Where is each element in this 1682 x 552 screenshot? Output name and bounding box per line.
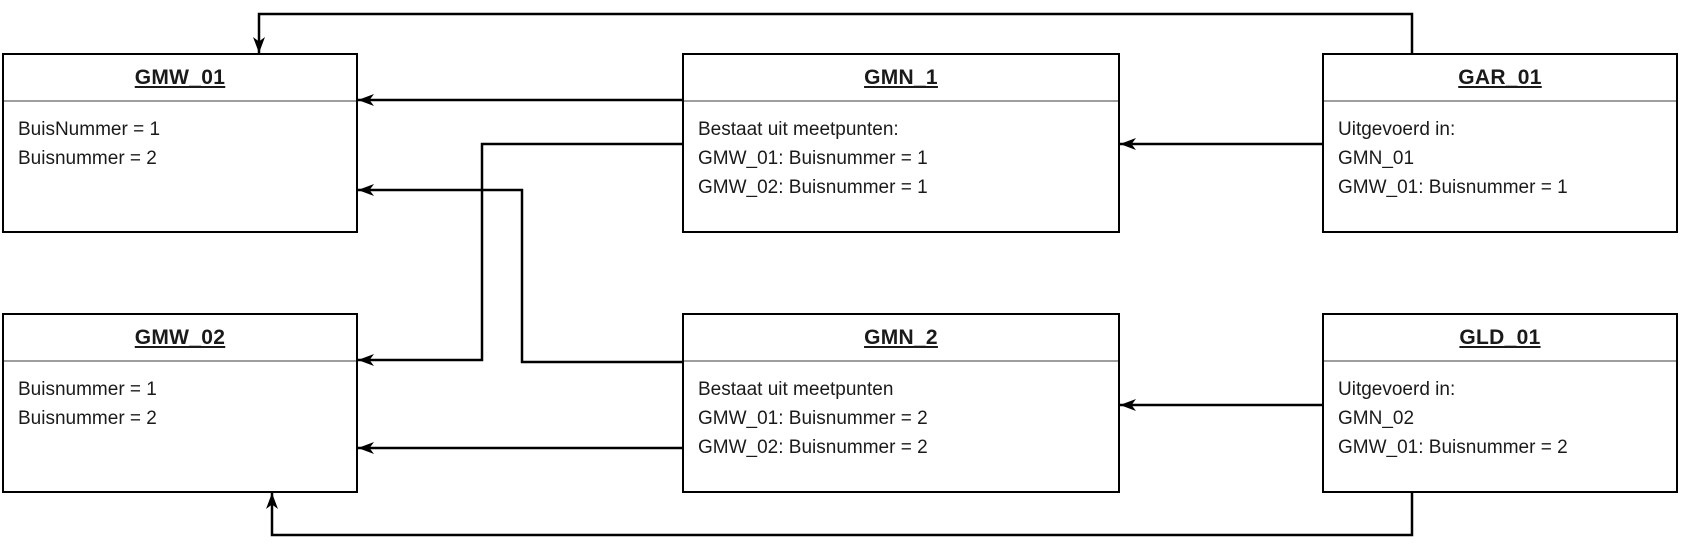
node-body: Bestaat uit meetpunten GMW_01: Buisnumme… [684, 362, 1118, 475]
node-text-line: GMN_02 [1338, 408, 1415, 429]
node-body: Uitgevoerd in: GMN_02 GMW_01: Buisnummer… [1324, 362, 1676, 475]
node-gld-01: GLD_01 Uitgevoerd in: GMN_02 GMW_01: Bui… [1322, 313, 1678, 493]
node-text-line: BuisNummer = 1 [18, 119, 161, 140]
node-body: Bestaat uit meetpunten: GMW_01: Buisnumm… [684, 102, 1118, 215]
node-gmw-01: GMW_01 BuisNummer = 1 Buisnummer = 2 [2, 53, 358, 233]
node-text-line: Bestaat uit meetpunten [698, 379, 894, 400]
node-text-line: GMW_01: Buisnummer = 2 [1338, 437, 1568, 458]
node-body: Buisnummer = 1 Buisnummer = 2 [4, 362, 356, 446]
node-gmn-1: GMN_1 Bestaat uit meetpunten: GMW_01: Bu… [682, 53, 1120, 233]
node-gar-01: GAR_01 Uitgevoerd in: GMN_01 GMW_01: Bui… [1322, 53, 1678, 233]
node-body: Uitgevoerd in: GMN_01 GMW_01: Buisnummer… [1324, 102, 1676, 215]
node-title: GMN_1 [684, 55, 1118, 102]
node-text-line: GMW_02: Buisnummer = 1 [698, 177, 928, 198]
node-text-line: Uitgevoerd in: [1338, 119, 1456, 140]
node-text-line: Bestaat uit meetpunten: [698, 119, 899, 140]
node-gmw-02: GMW_02 Buisnummer = 1 Buisnummer = 2 [2, 313, 358, 493]
node-title: GAR_01 [1324, 55, 1676, 102]
node-text-line: GMW_02: Buisnummer = 2 [698, 437, 928, 458]
edge-gar01-to-gmw01-top [253, 12, 1414, 53]
node-text-line: GMW_01: Buisnummer = 1 [1338, 177, 1568, 198]
node-text-line: GMW_01: Buisnummer = 2 [698, 408, 928, 429]
edge-gld01-to-gmw02-bottom [266, 493, 1414, 537]
node-text-line: GMN_01 [1338, 148, 1415, 169]
node-text-line: Buisnummer = 1 [18, 379, 157, 400]
node-title: GMW_01 [4, 55, 356, 102]
edge-gmn1-to-gmw02 [358, 142, 682, 366]
node-text-line: Buisnummer = 2 [18, 408, 157, 429]
node-text-line: GMW_01: Buisnummer = 1 [698, 148, 928, 169]
node-text-line: Uitgevoerd in: [1338, 379, 1456, 400]
node-title: GMN_2 [684, 315, 1118, 362]
node-title: GMW_02 [4, 315, 356, 362]
node-text-line: Buisnummer = 2 [18, 148, 157, 169]
edge-gmn2-to-gmw01 [358, 184, 682, 364]
node-gmn-2: GMN_2 Bestaat uit meetpunten GMW_01: Bui… [682, 313, 1120, 493]
node-body: BuisNummer = 1 Buisnummer = 2 [4, 102, 356, 186]
node-title: GLD_01 [1324, 315, 1676, 362]
